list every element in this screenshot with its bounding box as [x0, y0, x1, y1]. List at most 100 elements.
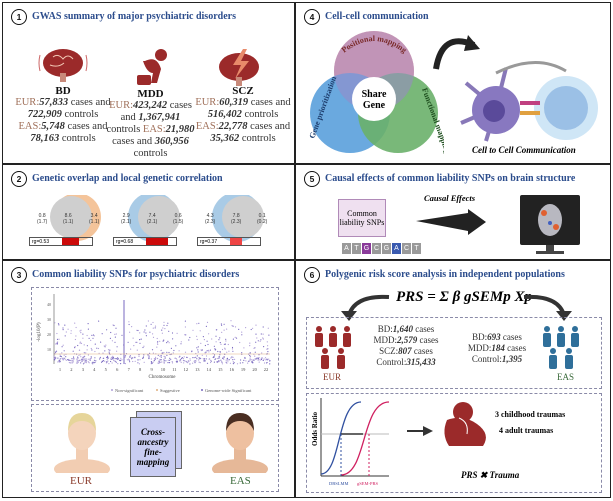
venn-diagram: 2.9(2.1) 7.4(2.1) 0.6(1.5) [117, 192, 197, 265]
snp-point [117, 363, 119, 365]
chromosome-tick: 22 [264, 367, 269, 372]
snp-point [83, 358, 85, 360]
snp-point [265, 359, 267, 361]
snp-point [132, 360, 134, 363]
nucleotide: G [362, 243, 371, 254]
snp-point [178, 350, 180, 352]
chromosome-tick: 9 [150, 367, 153, 372]
snp-point [215, 335, 217, 337]
snp-point [171, 362, 174, 364]
snp-point [74, 338, 76, 341]
snp-point [168, 330, 170, 332]
snp-point [234, 336, 236, 338]
person-icon [321, 348, 329, 369]
snp-point [65, 359, 67, 361]
snp-point [225, 338, 227, 340]
snp-point [256, 357, 258, 359]
snp-point [254, 351, 256, 353]
snp-point [153, 359, 156, 361]
rg-bar: rg=0.53 [29, 237, 93, 246]
snp-point [254, 347, 256, 349]
snp-point [189, 336, 191, 339]
snp-point [221, 331, 223, 333]
snp-point [166, 351, 168, 353]
snp-point [261, 352, 263, 354]
snp-point [79, 342, 81, 344]
snp-point [102, 357, 104, 359]
snp-point [229, 362, 231, 364]
snp-point [77, 361, 79, 364]
sample-size-line: Control:315,433 [376, 357, 436, 367]
snp-point [230, 320, 232, 322]
snp-point [224, 348, 226, 350]
snp-point [91, 334, 93, 336]
snp-point [76, 358, 79, 360]
snp-point [252, 359, 254, 361]
snp-point [262, 326, 264, 328]
snp-point [262, 359, 264, 361]
snp-point [266, 348, 268, 350]
snp-point [87, 328, 89, 330]
snp-point [263, 362, 266, 364]
snp-point [86, 334, 88, 337]
snp-point [266, 361, 268, 364]
depressed-person-icon [137, 49, 167, 85]
trauma-person-icon [444, 402, 486, 446]
right-curved-arrow-icon [523, 294, 572, 321]
snp-point [62, 329, 64, 331]
rg-fill [230, 238, 242, 245]
snp-point [176, 361, 178, 363]
snp-point [85, 362, 87, 364]
snp-point [62, 359, 64, 361]
sample-size-line: SCZ:807 cases [379, 346, 433, 356]
snp-point [243, 347, 245, 349]
snp-point [251, 360, 253, 362]
snp-point [150, 358, 152, 360]
snp-point [56, 342, 58, 344]
snp-point [197, 351, 199, 353]
snp-point [119, 360, 121, 362]
snp-point [91, 362, 93, 364]
snp-point [180, 343, 182, 345]
snp-point [62, 344, 64, 346]
snp-point [255, 358, 257, 360]
snp-point [202, 358, 204, 360]
snp-point [157, 362, 159, 364]
snp-point [93, 362, 95, 364]
snp-point [196, 338, 198, 341]
snp-point [201, 354, 203, 356]
snp-point [261, 357, 263, 359]
snp-point [109, 349, 111, 351]
snp-point [219, 354, 221, 356]
cell-communication-caption: Cell to Cell Communication [472, 145, 576, 155]
snp-point [85, 352, 87, 354]
snp-point [155, 356, 157, 358]
snp-point [77, 357, 79, 359]
snp-point [167, 322, 169, 324]
snp-point [121, 359, 123, 361]
snp-point [62, 327, 64, 329]
snp-point [269, 363, 271, 365]
snp-point [196, 323, 198, 325]
snp-point [59, 361, 61, 363]
snp-point [61, 352, 63, 354]
snp-point [83, 356, 85, 358]
venn-shared-value: 7.8(2.3) [231, 213, 242, 225]
snp-point [139, 332, 141, 334]
snp-point [225, 359, 227, 361]
snp-point [205, 355, 208, 357]
snp-point [131, 358, 133, 360]
snp-point [108, 351, 110, 353]
snp-point [202, 336, 204, 338]
snp-point [179, 359, 181, 361]
snp-point [252, 327, 254, 329]
chromosome-tick: 3 [82, 367, 85, 372]
snp-point [207, 343, 209, 346]
snp-point [185, 360, 187, 362]
chromosome-tick: 19 [241, 367, 246, 372]
snp-point [208, 358, 210, 360]
snp-point [86, 349, 88, 351]
snp-point [175, 361, 177, 363]
chromosome-tick: 7 [128, 367, 131, 372]
snp-point [258, 359, 260, 361]
